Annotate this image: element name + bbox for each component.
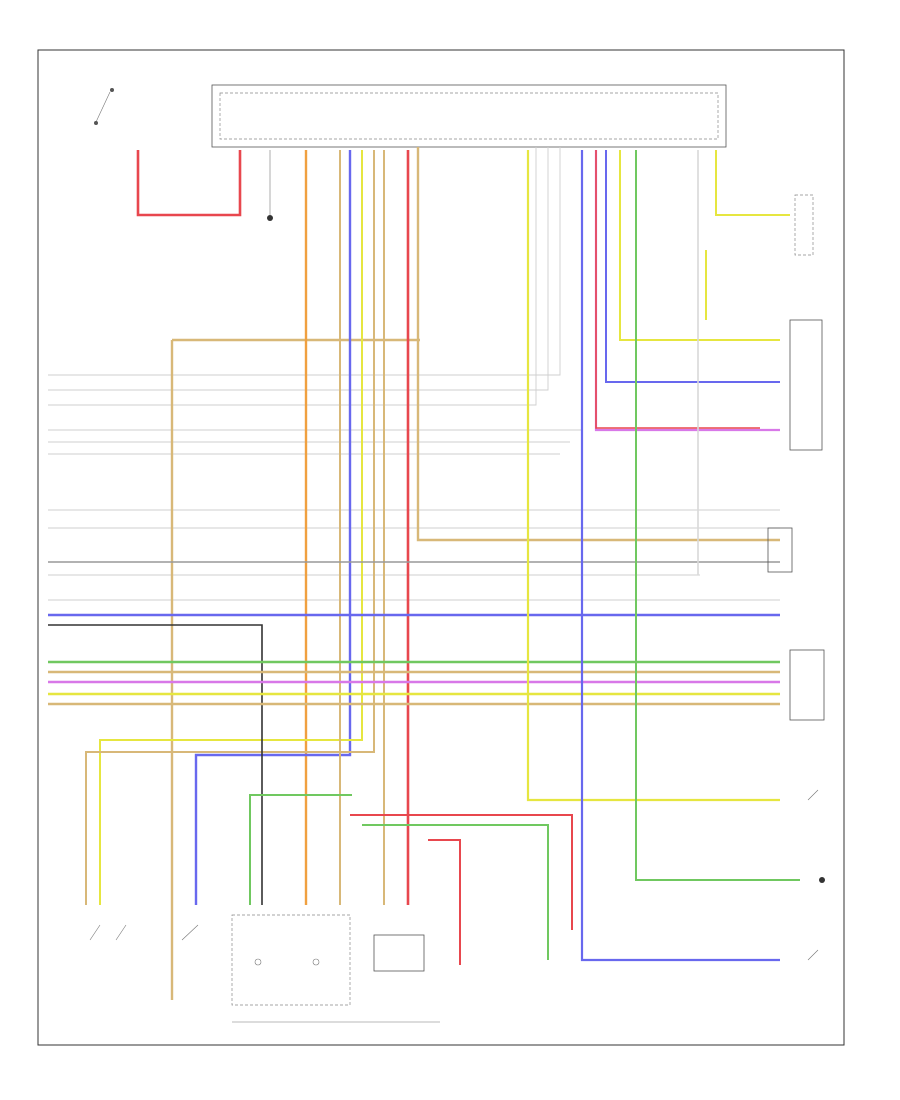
wire-yellow-1 [99,150,363,905]
wire-blue-right [580,150,780,962]
ecm-module-box [211,84,727,148]
wire-red-bottom-2 [428,839,461,965]
wire-tan-4 [85,150,375,905]
ground-symbol [267,150,273,221]
bottom-components [89,914,440,1023]
wire-tan-3 [416,147,780,542]
wire-green-right [635,150,800,881]
wire-violet [594,150,780,432]
wire-green-left [249,794,352,905]
wire-blue-right-2 [605,150,780,383]
wire-green-bottom [362,824,549,960]
wire-yellow-right [526,150,780,802]
wire-blue-1 [194,150,352,905]
horizontal-bus [48,561,780,706]
right-components [767,194,825,961]
wire-black [48,624,263,905]
ecm-inner-dash [219,92,719,140]
wire-yellow-right-2 [619,150,780,341]
wire-red-bottom [350,814,573,930]
gray-signal-lines [48,147,780,601]
ignition-switch [94,88,114,125]
diagram-frame [37,49,845,1046]
wire-yellow-top-right [715,150,790,216]
wire-red-right [595,150,760,429]
wire-red-ignition [136,150,242,217]
